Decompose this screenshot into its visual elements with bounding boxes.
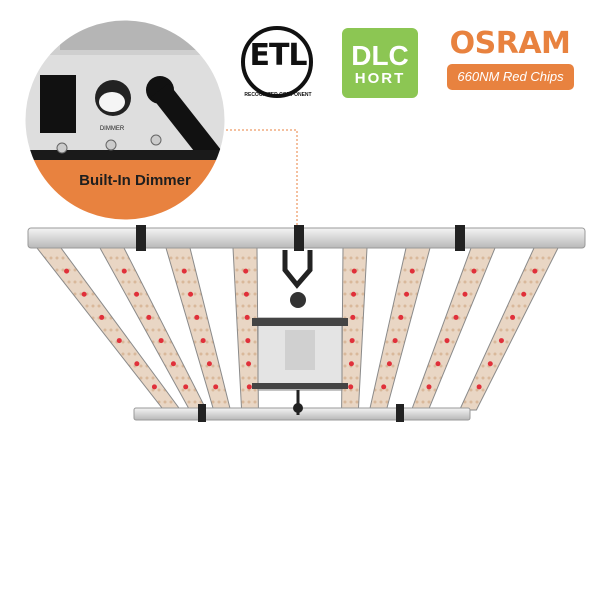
red-led-chip — [398, 314, 404, 320]
built-in-dimmer-label: Built-In Dimmer — [79, 172, 191, 189]
red-led-chip — [200, 338, 206, 344]
red-led-chip — [392, 338, 398, 344]
red-led-chip — [134, 291, 140, 297]
red-led-chip — [151, 384, 157, 390]
red-led-chip — [471, 268, 477, 274]
dlc-line1: DLC — [351, 40, 409, 71]
led-bars — [35, 247, 559, 411]
callout-leader-line — [222, 129, 298, 232]
red-led-chip — [498, 338, 504, 344]
red-led-chip — [243, 268, 249, 274]
osram-brand: OSRAM — [449, 26, 571, 61]
red-led-chip — [81, 291, 87, 297]
red-led-chip — [348, 384, 354, 390]
red-led-chip — [116, 338, 122, 344]
red-led-chip — [158, 338, 164, 344]
red-led-chip — [246, 384, 252, 390]
red-led-chip — [188, 291, 194, 297]
red-led-chip — [99, 314, 105, 320]
red-led-chip — [146, 314, 152, 320]
red-led-chip — [351, 268, 357, 274]
red-led-chip — [181, 268, 187, 274]
red-led-chip — [170, 361, 176, 367]
red-led-chip — [476, 384, 482, 390]
red-led-chip — [435, 361, 441, 367]
red-led-chip — [245, 338, 251, 344]
red-led-chip — [532, 268, 538, 274]
red-led-chip — [246, 361, 252, 367]
red-led-chip — [64, 268, 70, 274]
red-led-chip — [213, 384, 219, 390]
red-led-chip — [244, 314, 250, 320]
red-led-chip — [194, 314, 200, 320]
red-led-chip — [409, 268, 415, 274]
red-led-chip — [243, 291, 249, 297]
red-led-chip — [351, 291, 357, 297]
red-led-chip — [350, 314, 356, 320]
etl-logo — [241, 26, 313, 98]
red-led-chip — [462, 291, 468, 297]
red-led-chip — [453, 314, 459, 320]
dimmer-dial-label: DIMMER — [100, 126, 125, 132]
etl-mark: ETL — [249, 38, 307, 73]
red-led-chip — [386, 361, 392, 367]
red-led-chip — [134, 361, 140, 367]
driver-box — [252, 317, 348, 391]
red-led-chip — [348, 361, 354, 367]
dimmer-callout — [25, 20, 225, 220]
red-led-chip — [444, 338, 450, 344]
red-led-chip — [349, 338, 355, 344]
red-led-chip — [183, 384, 189, 390]
red-led-chip — [521, 291, 527, 297]
red-led-chip — [510, 314, 516, 320]
red-led-chip — [121, 268, 127, 274]
red-led-chip — [404, 291, 410, 297]
osram-chip-badge: 660NM Red Chips — [447, 64, 574, 90]
dlc-line2: HORT — [354, 70, 406, 87]
red-led-chip — [426, 384, 432, 390]
etl-caption: RECOGNIZED COMPONENT — [244, 92, 312, 98]
driver-hanger — [282, 250, 313, 289]
red-led-chip — [487, 361, 493, 367]
red-led-chip — [206, 361, 212, 367]
red-led-chip — [381, 384, 387, 390]
dlc-hort-badge: DLC HORT — [342, 28, 418, 98]
top-rail — [27, 227, 586, 249]
